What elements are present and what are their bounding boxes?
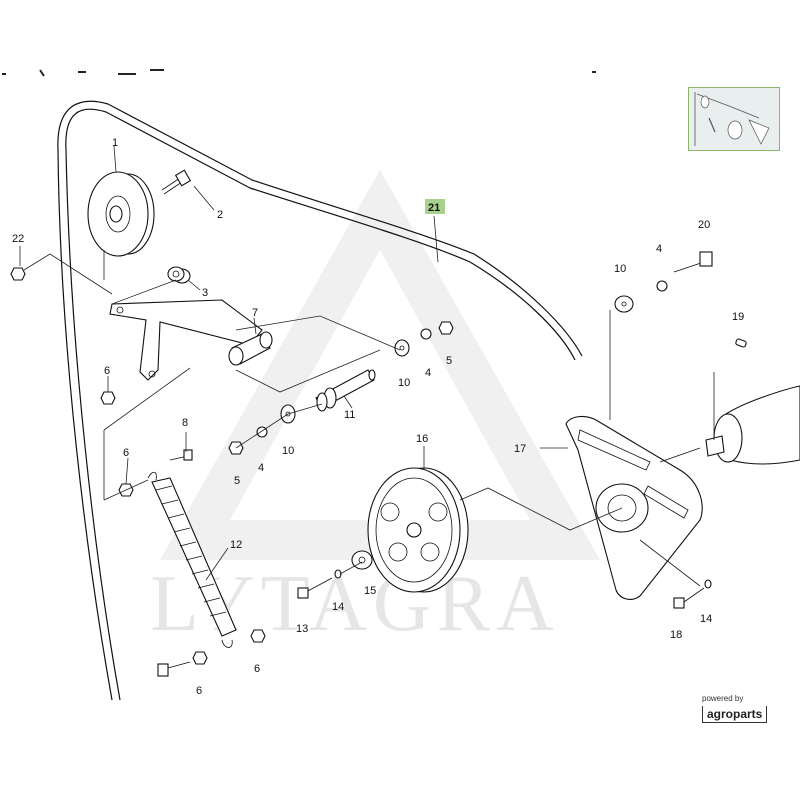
spring-12 xyxy=(147,471,237,648)
label-8[interactable]: 8 xyxy=(182,417,188,429)
bolt-13 xyxy=(297,569,342,599)
bolt-20 xyxy=(614,251,713,313)
tension-arm xyxy=(109,299,263,381)
bolt-2 xyxy=(161,169,192,195)
shaft-11 xyxy=(315,369,376,412)
label-21-highlight xyxy=(425,199,445,214)
label-14-b[interactable]: 14 xyxy=(700,613,712,625)
label-3[interactable]: 3 xyxy=(202,287,208,299)
watermark: LYTAGRA xyxy=(150,170,600,648)
label-6-b[interactable]: 6 xyxy=(123,447,129,459)
label-13[interactable]: 13 xyxy=(296,623,308,635)
label-2[interactable]: 2 xyxy=(217,209,223,221)
assembly-lines xyxy=(23,250,715,587)
pulley-1 xyxy=(87,171,155,257)
label-15[interactable]: 15 xyxy=(364,585,376,597)
label-10-c[interactable]: 10 xyxy=(614,263,626,275)
powered-by-text: powered by xyxy=(702,694,744,703)
part-labels: 1 2 3 4 4 4 5 5 6 6 6 6 7 8 10 10 10 11 … xyxy=(12,137,744,697)
label-17[interactable]: 17 xyxy=(514,443,526,455)
overview-thumbnail-drawing xyxy=(689,88,779,150)
label-6-d[interactable]: 6 xyxy=(254,663,260,675)
label-6-a[interactable]: 6 xyxy=(104,365,110,377)
roller-7 xyxy=(228,331,273,366)
label-14-a[interactable]: 14 xyxy=(332,601,344,613)
leader-lines xyxy=(19,145,568,581)
bolt-bottom xyxy=(157,661,191,677)
label-1[interactable]: 1 xyxy=(112,137,118,149)
label-7[interactable]: 7 xyxy=(252,307,258,319)
label-4-b[interactable]: 4 xyxy=(258,462,264,474)
label-21[interactable]: 21 xyxy=(428,202,440,214)
label-6-c[interactable]: 6 xyxy=(196,685,202,697)
label-19[interactable]: 19 xyxy=(732,311,744,323)
label-16[interactable]: 16 xyxy=(416,433,428,445)
label-5-a[interactable]: 5 xyxy=(446,355,452,367)
label-12[interactable]: 12 xyxy=(230,539,242,551)
belt xyxy=(57,100,583,701)
overview-thumbnail[interactable] xyxy=(688,87,780,151)
label-22[interactable]: 22 xyxy=(12,233,24,245)
bolt-18 xyxy=(673,579,712,609)
top-edge-marks xyxy=(2,69,596,77)
pulley-16 xyxy=(367,467,469,593)
spacer-3 xyxy=(167,266,191,284)
label-5-b[interactable]: 5 xyxy=(234,475,240,487)
label-10-b[interactable]: 10 xyxy=(282,445,294,457)
hub-15 xyxy=(351,550,373,570)
powered-by-badge[interactable]: powered by agroparts xyxy=(702,694,786,730)
label-11[interactable]: 11 xyxy=(344,409,355,421)
label-10-a[interactable]: 10 xyxy=(398,377,410,389)
label-18[interactable]: 18 xyxy=(670,629,682,641)
bolt-8 xyxy=(169,449,193,461)
key-19 xyxy=(735,338,747,348)
hardware-upper xyxy=(394,321,454,357)
label-4-a[interactable]: 4 xyxy=(425,367,431,379)
label-4-c[interactable]: 4 xyxy=(656,243,662,255)
label-20[interactable]: 20 xyxy=(698,219,710,231)
agroparts-logo-text: agroparts xyxy=(702,706,768,723)
motor xyxy=(659,385,800,465)
